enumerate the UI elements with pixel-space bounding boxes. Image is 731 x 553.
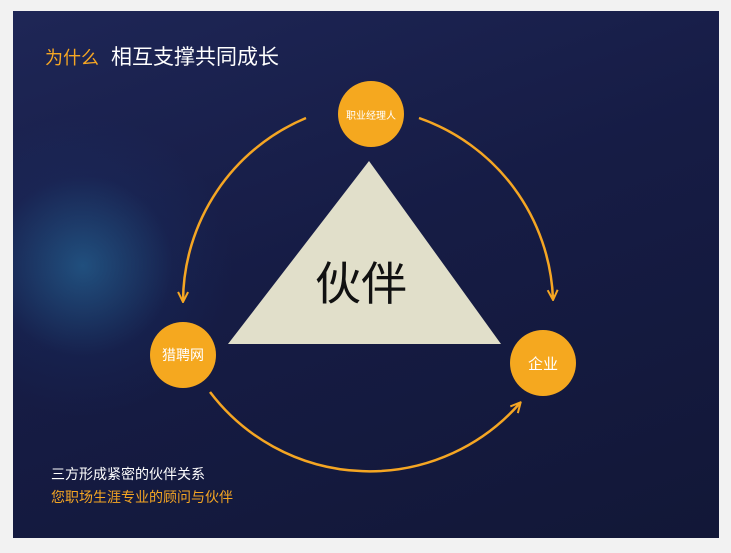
cycle-arc-top-to-right — [418, 116, 553, 299]
title-prefix: 为什么 — [45, 48, 99, 69]
slide-title: 为什么 相互支撑共同成长 — [45, 41, 279, 71]
title-main: 相互支撑共同成长 — [111, 45, 279, 69]
node-liepin: 猎聘网 — [150, 322, 216, 388]
cycle-arc-top-to-left — [183, 116, 307, 301]
partner-triangle — [228, 161, 501, 344]
node-manager: 职业经理人 — [338, 81, 404, 147]
cycle-arc-left-to-right — [209, 391, 520, 473]
tagline-line-2: 您职场生涯专业的顾问与伙伴 — [51, 490, 233, 506]
tagline-line-1: 三方形成紧密的伙伴关系 — [51, 467, 205, 483]
slide: 为什么 相互支撑共同成长 职业经理人 猎聘网 企业 伙伴 三方形成紧密的伙伴关系… — [13, 11, 719, 538]
node-enterprise: 企业 — [510, 330, 576, 396]
partnership-diagram — [13, 116, 719, 473]
triangle-label: 伙伴 — [315, 257, 407, 311]
